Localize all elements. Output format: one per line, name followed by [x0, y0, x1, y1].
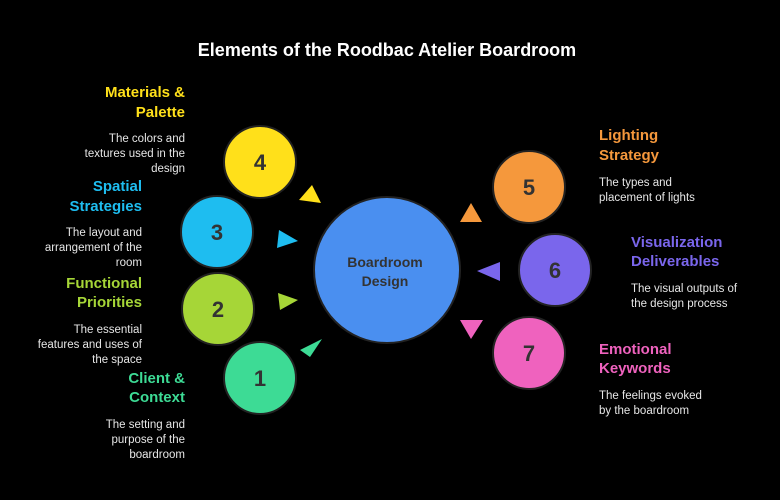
diagram-title: Elements of the Roodbac Atelier Boardroo…: [198, 40, 576, 60]
node-number: 6: [549, 258, 561, 283]
node-circle: [223, 125, 297, 199]
node-title: Strategy: [599, 147, 660, 164]
node-circle: [518, 233, 592, 307]
node-title: Deliverables: [631, 253, 719, 270]
node-desc: room: [116, 257, 142, 269]
node-circle: [492, 150, 566, 224]
node-number: 1: [254, 366, 266, 391]
node-desc: purpose of the: [111, 434, 185, 446]
node-title: Emotional: [599, 341, 672, 358]
node-circle: [180, 195, 254, 269]
node-desc: The colors and: [109, 133, 185, 145]
node-desc: placement of lights: [599, 192, 695, 204]
node-6: 6 Visualization Deliverables The visual …: [477, 233, 738, 310]
node-desc: The layout and: [66, 227, 142, 239]
node-desc: The feelings evoked: [599, 390, 702, 402]
pointer-arrow-icon: [278, 293, 298, 310]
node-desc: design: [151, 163, 185, 175]
node-title: Functional: [66, 275, 142, 292]
node-desc: by the boardroom: [599, 405, 689, 417]
pointer-arrow-icon: [477, 262, 500, 281]
node-2: 2 Functional Priorities The essential fe…: [38, 272, 298, 366]
node-desc: The essential: [74, 324, 142, 336]
node-desc: The visual outputs of: [631, 283, 738, 295]
node-title: Materials &: [105, 84, 185, 101]
node-desc: boardroom: [129, 449, 185, 461]
pointer-arrow-icon: [300, 339, 322, 357]
node-1: 1 Client & Context The setting and purpo…: [106, 339, 322, 461]
node-4: 4 Materials & Palette The colors and tex…: [85, 84, 321, 203]
center-label-line1: Boardroom: [347, 254, 422, 270]
node-3: 3 Spatial Strategies The layout and arra…: [45, 178, 298, 269]
node-desc: features and uses of: [38, 339, 143, 351]
node-title: Lighting: [599, 127, 658, 144]
center-node: Boardroom Design: [313, 196, 461, 344]
node-number: 4: [254, 150, 267, 175]
node-number: 2: [212, 297, 224, 322]
node-number: 3: [211, 220, 223, 245]
node-desc: The setting and: [106, 419, 185, 431]
node-desc: arrangement of the: [45, 242, 142, 254]
node-circle: [181, 272, 255, 346]
pointer-arrow-icon: [460, 203, 482, 222]
node-7: 7 Emotional Keywords The feelings evoked…: [460, 316, 702, 417]
node-number: 7: [523, 341, 535, 366]
node-title: Keywords: [599, 360, 671, 377]
node-desc: the design process: [631, 298, 728, 310]
node-desc: The types and: [599, 177, 672, 189]
node-number: 5: [523, 175, 535, 200]
node-circle: [223, 341, 297, 415]
node-title: Palette: [136, 104, 185, 121]
node-title: Priorities: [77, 294, 142, 311]
node-title: Client &: [128, 370, 185, 387]
center-label-line2: Design: [362, 273, 409, 289]
node-circle: [492, 316, 566, 390]
pointer-arrow-icon: [299, 185, 321, 203]
node-title: Visualization: [631, 234, 722, 251]
node-title: Spatial: [93, 178, 142, 195]
pointer-arrow-icon: [277, 230, 298, 248]
node-desc: textures used in the: [85, 148, 185, 160]
pointer-arrow-icon: [460, 320, 483, 339]
node-title: Strategies: [69, 198, 142, 215]
node-desc: the space: [92, 354, 142, 366]
node-title: Context: [129, 389, 185, 406]
center-circle: [313, 196, 461, 344]
node-5: 5 Lighting Strategy The types and placem…: [460, 127, 695, 224]
